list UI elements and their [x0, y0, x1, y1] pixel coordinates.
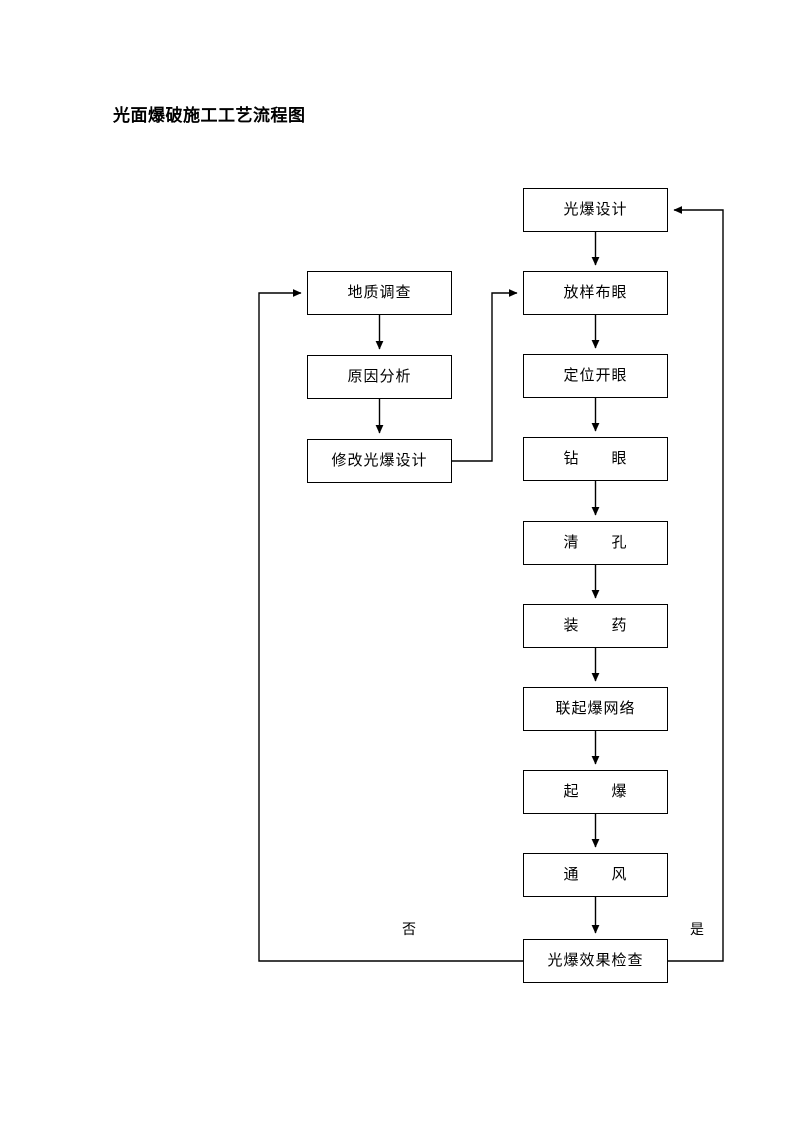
- node-label: 光爆设计: [563, 201, 628, 218]
- node-zhuangyao[interactable]: 装 药: [523, 604, 668, 648]
- edge-label-no: 否: [402, 923, 416, 938]
- node-yuanyin-fenxi[interactable]: 原因分析: [307, 355, 452, 399]
- node-label: 原因分析: [347, 368, 412, 385]
- node-label: 清 孔: [563, 534, 628, 551]
- node-fangyang-buyan[interactable]: 放样布眼: [523, 271, 668, 315]
- node-qibao[interactable]: 起 爆: [523, 770, 668, 814]
- edge-n10-s1-no: [258, 289, 523, 962]
- node-zuanyan[interactable]: 钻 眼: [523, 437, 668, 481]
- edge-n10-n1-yes: [668, 206, 724, 962]
- node-label: 联起爆网络: [555, 700, 636, 717]
- node-guangbao-sheji[interactable]: 光爆设计: [523, 188, 668, 232]
- node-xiugai-guangbao-sheji[interactable]: 修改光爆设计: [307, 439, 452, 483]
- edge-s3-n2: [452, 289, 518, 462]
- node-label: 装 药: [563, 617, 628, 634]
- node-tongfeng[interactable]: 通 风: [523, 853, 668, 897]
- node-label: 放样布眼: [563, 284, 628, 301]
- node-label: 钻 眼: [563, 450, 628, 467]
- node-label: 通 风: [563, 866, 628, 883]
- node-label: 地质调查: [347, 284, 412, 301]
- node-dizhi-diaocha[interactable]: 地质调查: [307, 271, 452, 315]
- node-label: 定位开眼: [563, 367, 628, 384]
- node-label: 修改光爆设计: [331, 452, 428, 469]
- node-guangbao-xiaoguo-jiancha[interactable]: 光爆效果检查: [523, 939, 668, 983]
- page-title: 光面爆破施工工艺流程图: [113, 106, 306, 125]
- node-qingkong[interactable]: 清 孔: [523, 521, 668, 565]
- node-lianqibao-wangluo[interactable]: 联起爆网络: [523, 687, 668, 731]
- edge-label-yes: 是: [690, 923, 704, 938]
- node-dingwei-kaiyan[interactable]: 定位开眼: [523, 354, 668, 398]
- node-label: 光爆效果检查: [547, 952, 644, 969]
- node-label: 起 爆: [563, 783, 628, 800]
